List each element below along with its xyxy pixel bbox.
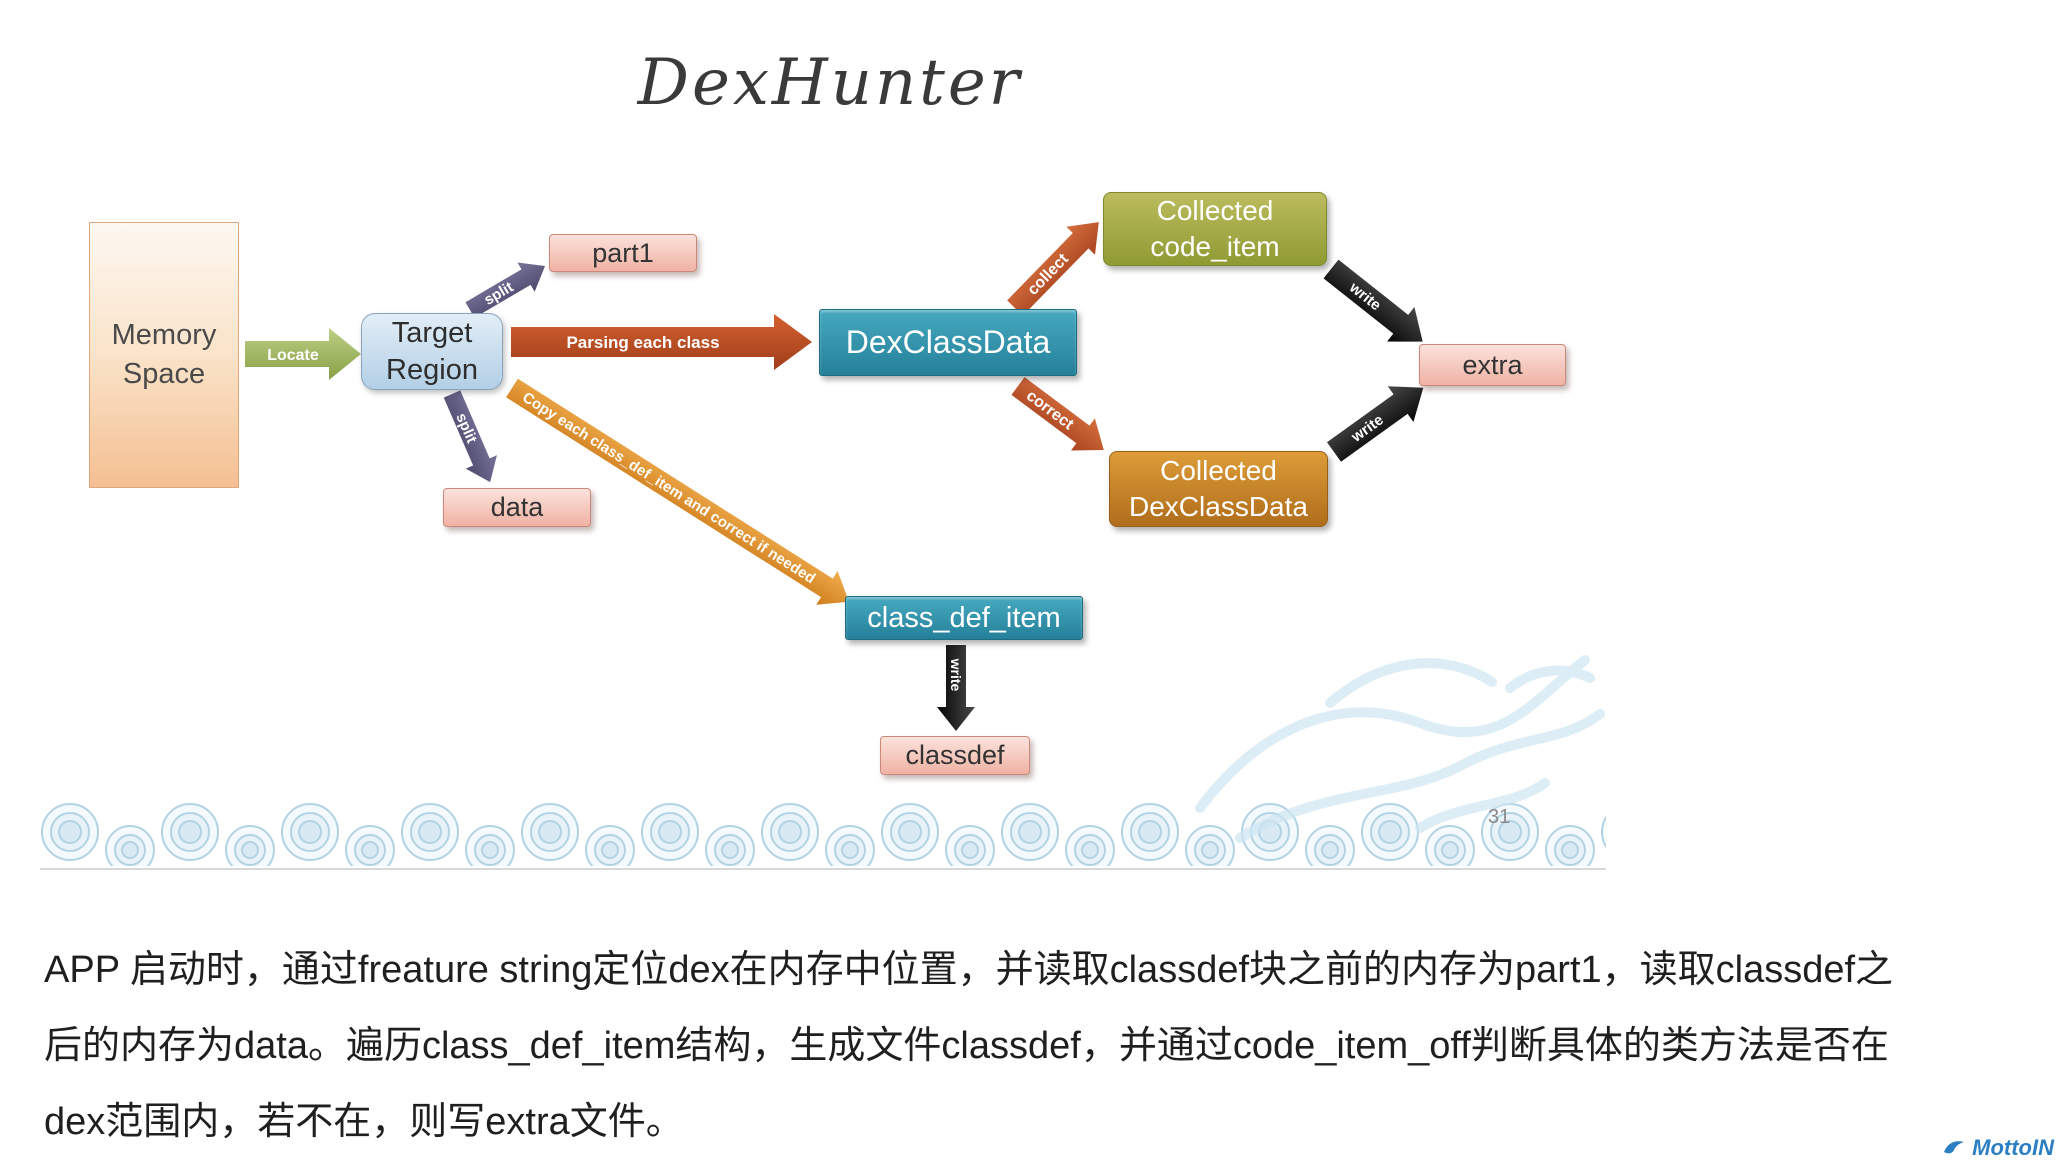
node-class-def-item: class_def_item [845,596,1083,640]
node-target-region: Target Region [361,313,503,390]
arrow-write-bottom: write [1326,386,1424,462]
arrow-collect: collect [1007,222,1099,316]
caption-line-3: dex范围内，若不在，则写extra文件。 [44,1101,684,1143]
node-extra: extra [1419,344,1566,386]
page-number: 31 [1488,806,1511,828]
dragon-watermark-icon [1195,655,1605,843]
arrow-split-down-label: split [452,411,480,446]
arrow-write-down-label: write [948,658,964,692]
node-classdef: classdef [880,736,1030,775]
arrow-correct: correct [1011,377,1104,451]
arrow-split-down: split [443,390,497,483]
node-collected-code-item: Collected code_item [1103,192,1327,266]
slide-title: DexHunter [637,46,1023,120]
node-data: data [443,488,591,527]
caption-line-2: 后的内存为data。遍历class_def_item结构，生成文件classde… [44,1025,1889,1067]
caption-line-1: APP 启动时，通过freature string定位dex在内存中位置，并读取… [44,949,1894,991]
arrow-write-down: write [937,645,975,731]
arrow-parsing-each-class: Parsing each class [511,314,812,370]
caption-text: APP 启动时，通过freature string定位dex在内存中位置，并读取… [44,932,2040,1160]
node-collected-dexclassdata: Collected DexClassData [1109,451,1328,527]
mottoin-label: MottoIN [1972,1135,2054,1160]
arrow-parsing-label: Parsing each class [566,333,719,352]
diagram-arrows: Locate split split Parsing each class Co… [245,222,1424,731]
arrow-write-top: write [1323,259,1423,342]
slide-divider [40,868,1606,870]
node-dexclassdata: DexClassData [819,309,1077,376]
node-part1: part1 [549,234,697,272]
arrow-collect-label: collect [1024,250,1072,299]
node-memory-space: Memory Space [89,222,239,488]
wave-border-decoration [40,798,1606,866]
mottoin-icon [1944,1141,1965,1154]
arrow-locate-label: Locate [267,347,319,364]
mottoin-watermark: MottoIN [1942,1135,2054,1161]
arrow-locate: Locate [245,328,361,380]
